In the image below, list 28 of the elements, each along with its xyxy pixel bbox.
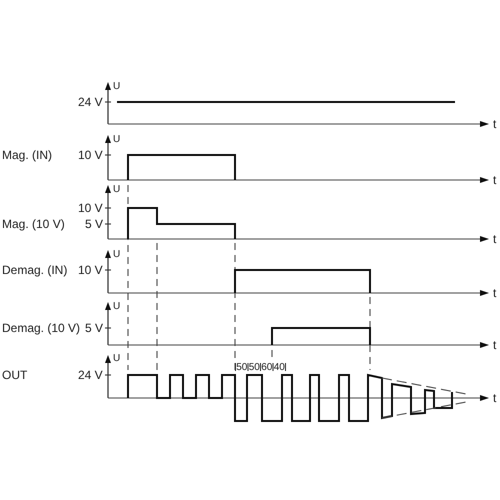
signal-name: Mag. (10 V) [2,218,65,230]
duration-label: 40 [274,362,285,372]
level-label: 10 V [78,148,103,162]
level-label: 5 V [85,218,104,230]
axis-label: U [113,134,120,144]
level-label: 24 V [78,368,103,382]
axis-label: t [493,392,496,404]
signal-name: Demag. (10 V) [2,322,80,334]
axis-label: t [493,174,496,186]
duration-label: 50 [248,362,260,372]
axis-label: U [113,184,120,194]
signal-name: Demag. (IN) [2,264,68,276]
axis-label: t [493,286,496,300]
signal-name: Mag. (IN) [2,148,52,162]
axis-label: U [113,80,120,92]
duration-label: 50 [236,362,248,372]
axis-label: U [113,248,120,260]
axis-label: U [113,352,120,364]
axis-label: t [493,338,496,352]
duration-label: 60 [261,362,272,372]
level-label: 10 V [78,264,103,276]
axis-label: t [493,232,496,246]
level-label: 24 V [78,96,103,108]
axis-label: U [113,300,120,312]
level-label: 5 V [85,322,104,334]
level-label: 10 V [78,202,103,214]
axis-label: t [493,118,496,130]
signal-name: OUT [2,368,28,382]
